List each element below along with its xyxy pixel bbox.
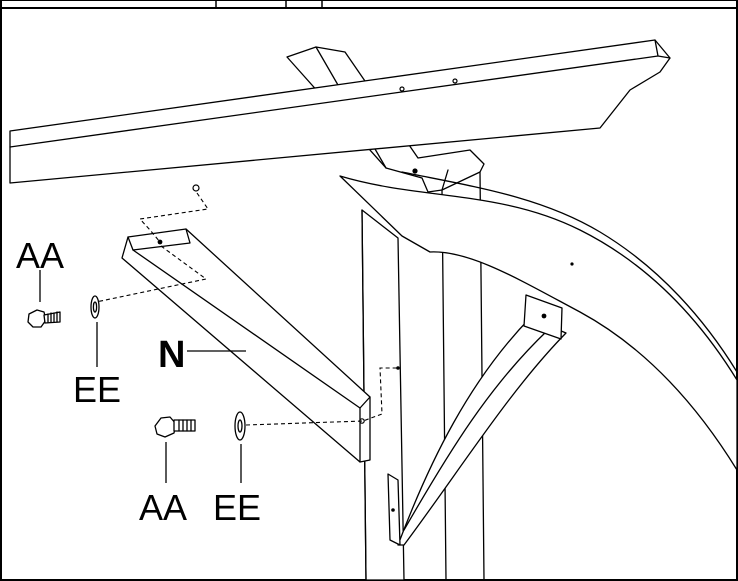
bolt-upper [27,309,61,328]
front-top-beam [9,39,671,184]
bolt-lower [154,416,196,438]
label-ee-upper: EE [73,369,121,410]
washer-upper [90,295,100,319]
label-ee-lower: EE [213,487,261,528]
label-n-bracket: N [158,334,185,376]
leader-lines [39,270,246,483]
washer-lower [234,411,246,441]
label-aa-upper: AA [16,235,64,276]
curved-arch [339,168,738,471]
label-aa-lower: AA [139,487,187,528]
assembly-guides [95,184,398,426]
bracket-n [121,228,371,463]
bracket-hole-top [157,239,163,245]
curved-brace [387,294,567,546]
